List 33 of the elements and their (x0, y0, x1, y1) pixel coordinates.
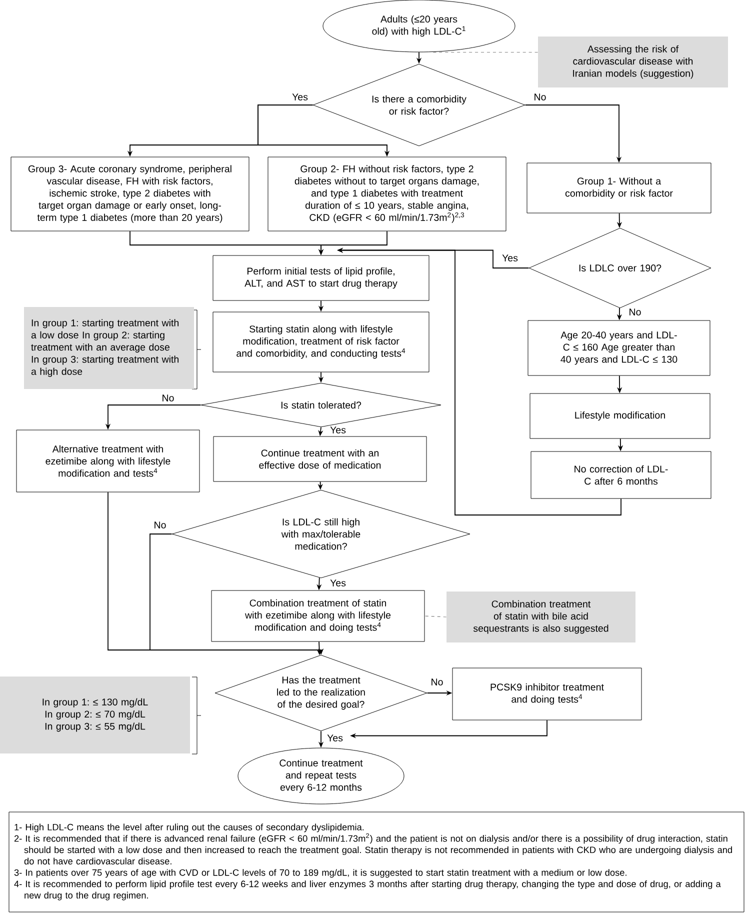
process-box: Alternative treatment with ezetimibe along with lifestyle modification and tests$^{4}$ (16, 430, 200, 492)
footnote: 2- It is recommended that if there is advanced renal failure (eGFR < 60 ml/min/1.73m$^{2}$) and the patient is not on dialysis and/or there is a possibility of drug interaction, statin should be started with a low dose and then increased to reach the treatment goal. Statin therapy is not recommended in patients with CKD who are undergoing dialysis and do not have cardiovascular disease. (14, 833, 732, 864)
process-box: Continue treatment with an effective dose of medication (213, 436, 427, 482)
edge-label: Yes (291, 92, 309, 102)
edge-label: Yes (329, 426, 347, 434)
process-box: Group 1- Without a comorbidity or risk factor (526, 162, 712, 214)
leader-line (432, 52, 538, 53)
process-box: Lifestyle modification (530, 393, 710, 439)
edge-label: Yes (329, 578, 347, 588)
edge-label: No (430, 678, 444, 686)
footnote: 3- In patients over 75 years of age with CVD or LDL-C levels of 70 to 189 mg/dL, it is suggested to start statin treatment with a medium or low dose. (14, 869, 626, 878)
edge-label: No (160, 394, 176, 402)
edge-label: No (628, 308, 642, 316)
leader-line (424, 616, 447, 618)
process-box: Perform initial tests of lipid profile, ALT, and AST to start drug therapy (212, 255, 430, 301)
edge-label: No (152, 520, 168, 530)
process-box: Group 3- Acute coronary syndrome, peripheral vascular disease, FH with risk factors, ischemic stroke, type 2 diabetes with target organ damage or early onset, long-term type 1 diabetes (more than 20 years) (10, 156, 250, 232)
footnote-box (8, 812, 744, 912)
process-box: Starting statin along with lifestyle modification, treatment of risk factor and comorbidity, and conducting tests$^{4}$ (212, 312, 430, 372)
process-box: Combination treatment of statin with ezetimibe along with lifestyle modification and doing tests$^{4}$ (211, 590, 425, 642)
note-box: Combination treatment of statin with bile acid sequestrants is also suggested (446, 592, 636, 642)
edge-label: No (532, 92, 548, 102)
process-box: Group 2- FH without risk factors, type 2 diabetes without to target organs damage, and type 1 diabetes with treatment duration of ≤ 10 years, stable angina, CKD (eGFR < 60 ml/min/1.73m$^{2}$)$^{2,3}$ (268, 156, 506, 232)
footnote: 1- High LDL-C means the level after ruling out the causes of secondary dyslipidemia. (14, 824, 364, 832)
note-box: Assessing the risk of cardiovascular disease with Iranian models (suggestion) (538, 36, 728, 88)
footnote: 4- It is recommended to perform lipid profile test every 6-12 weeks and liver enzymes 3 months after starting drug therapy, changing the type and dose of drug, or adding a new drug to the drug regimen. (14, 880, 721, 900)
edge-label: Yes (501, 254, 519, 262)
process-box: No correction of LDL-C after 6 months (530, 451, 712, 499)
edge-label: Yes (326, 734, 344, 742)
note-box: In group 1: ≤ 130 mg/dL In group 2: ≤ 70 mg/dL In group 3: ≤ 55 mg/dL (0, 676, 190, 754)
process-box: PCSK9 inhibitor treatment and doing tests$^{4}$ (452, 668, 642, 720)
process-box: Age 20-40 years and LDL-C ≤ 160 Age greater than 40 years and LDL-C ≤ 130 (528, 320, 710, 376)
note-box: In group 1: starting treatment with a low dose In group 2: starting treatment with an average dose In group 3: starting treatment with a high dose (24, 307, 194, 389)
